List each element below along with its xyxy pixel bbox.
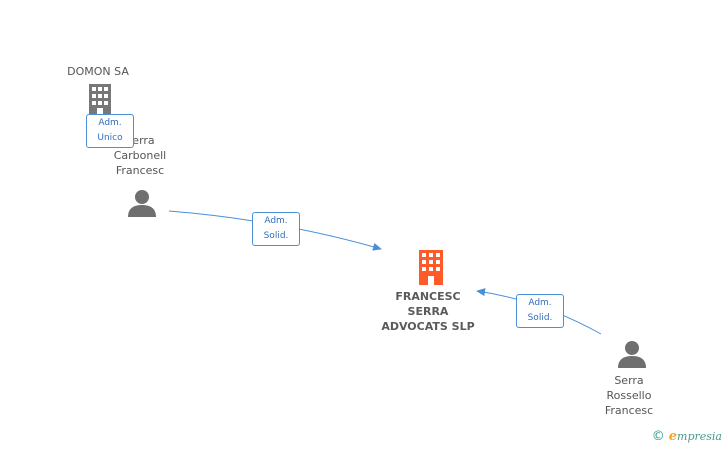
copyright-symbol: ©	[651, 429, 665, 444]
company-label-main[interactable]: FRANCESC SERRA ADVOCATS SLP	[381, 290, 475, 333]
role-badge-adm-unico[interactable]: Adm. Unico	[86, 114, 134, 148]
person-icon[interactable]	[127, 188, 157, 218]
person-icon[interactable]	[617, 339, 647, 369]
brand-initial: e	[668, 429, 678, 444]
person-label-serra-rossello[interactable]: Serra Rossello Francesc	[604, 374, 654, 417]
company-label-domon[interactable]: DOMON SA	[67, 65, 129, 78]
brand-name: mpresia	[677, 430, 722, 443]
empresia-logo: © empresia	[652, 429, 722, 444]
building-icon[interactable]	[88, 84, 112, 116]
role-badge-adm-solid-rossello[interactable]: Adm. Solid.	[516, 294, 564, 328]
building-icon[interactable]	[417, 250, 445, 285]
role-badge-adm-solid-carbonell[interactable]: Adm. Solid.	[252, 212, 300, 246]
